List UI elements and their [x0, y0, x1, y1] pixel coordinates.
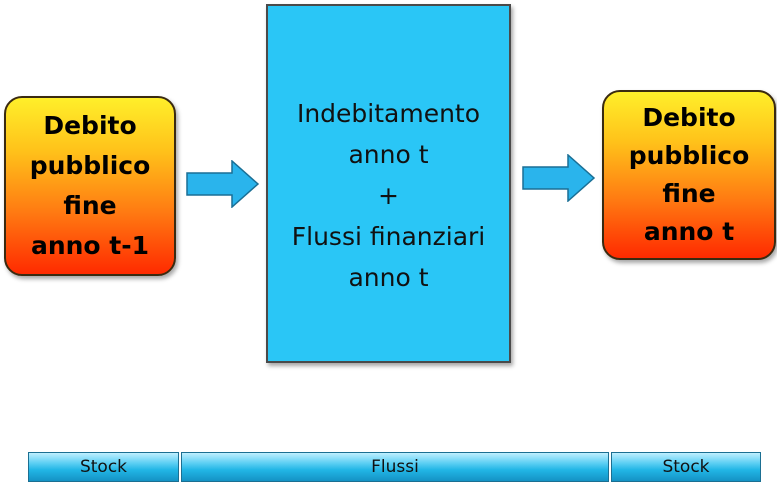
- flows-box: Indebitamento anno t + Flussi finanziari…: [266, 4, 511, 363]
- flows-line-1: Indebitamento: [296, 99, 481, 128]
- debt-start-box: Debito pubblico fine anno t-1: [4, 96, 176, 276]
- debt-start-line-3: fine: [63, 191, 117, 220]
- debt-end-line-1: Debito: [642, 103, 736, 132]
- flows-line-2: anno t: [348, 140, 429, 169]
- right-arrow-icon: [522, 154, 596, 202]
- debt-start-line-1: Debito: [43, 111, 137, 140]
- debt-end-box: Debito pubblico fine anno t: [602, 90, 776, 260]
- debt-end-line-4: anno t: [643, 217, 735, 246]
- debt-start-line-4: anno t-1: [30, 231, 150, 260]
- debt-end-line-3: fine: [662, 179, 716, 208]
- right-arrow-icon: [186, 160, 260, 208]
- stock-bar-left: Stock: [28, 452, 179, 482]
- flows-line-5: anno t: [348, 263, 429, 292]
- flows-line-4: Flussi finanziari: [291, 222, 486, 251]
- flows-line-3: +: [378, 181, 399, 210]
- flussi-bar: Flussi: [181, 452, 609, 482]
- stock-bar-right: Stock: [611, 452, 761, 482]
- debt-start-line-2: pubblico: [29, 151, 151, 180]
- debt-end-line-2: pubblico: [628, 141, 750, 170]
